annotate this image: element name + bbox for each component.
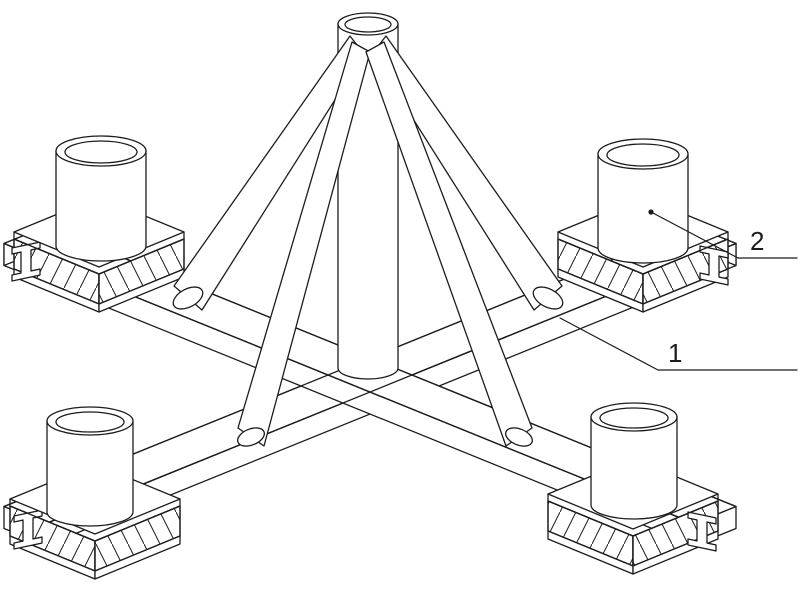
base-plate-thickness xyxy=(13,231,185,275)
bucket-rim-inner xyxy=(55,411,125,433)
annotation-1: 1 xyxy=(559,317,798,371)
brace-front-left xyxy=(237,41,371,447)
brace-left-foot xyxy=(172,286,204,310)
bucket-rim-inner xyxy=(606,143,680,167)
bucket-top-right xyxy=(597,138,689,264)
leader-line-2 xyxy=(650,211,798,259)
bucket-bottom-right xyxy=(590,402,678,520)
i-beam-section xyxy=(11,241,41,282)
i-beam-section xyxy=(699,245,729,286)
leader-line-1 xyxy=(559,317,798,371)
bucket-shell xyxy=(55,150,147,262)
brace-front-left-foot xyxy=(237,427,265,447)
diagonal-braces xyxy=(172,35,564,447)
bucket-rim-inner xyxy=(64,140,138,164)
bucket-shell xyxy=(46,420,134,527)
base-plate-thickness xyxy=(9,498,181,542)
bottom-chord xyxy=(94,535,181,580)
bucket-shell xyxy=(597,153,689,264)
annotation-2: 2 xyxy=(648,209,798,259)
part-label-2: 2 xyxy=(750,226,764,256)
bucket-shell xyxy=(590,416,678,520)
bucket-top-left xyxy=(55,135,147,262)
brace-front-right xyxy=(365,41,533,447)
part-label-1: 1 xyxy=(668,338,682,368)
base-plate-thickness xyxy=(557,231,729,275)
brace-front-right-foot xyxy=(505,427,533,447)
column-rim-inner xyxy=(344,16,392,33)
brace-right-foot xyxy=(532,286,564,310)
i-beam-section xyxy=(687,511,717,552)
bucket-bottom-left xyxy=(46,406,134,527)
bucket-rim-inner xyxy=(599,407,669,429)
base-plate-thickness xyxy=(547,493,719,537)
i-beam-section xyxy=(13,509,43,550)
